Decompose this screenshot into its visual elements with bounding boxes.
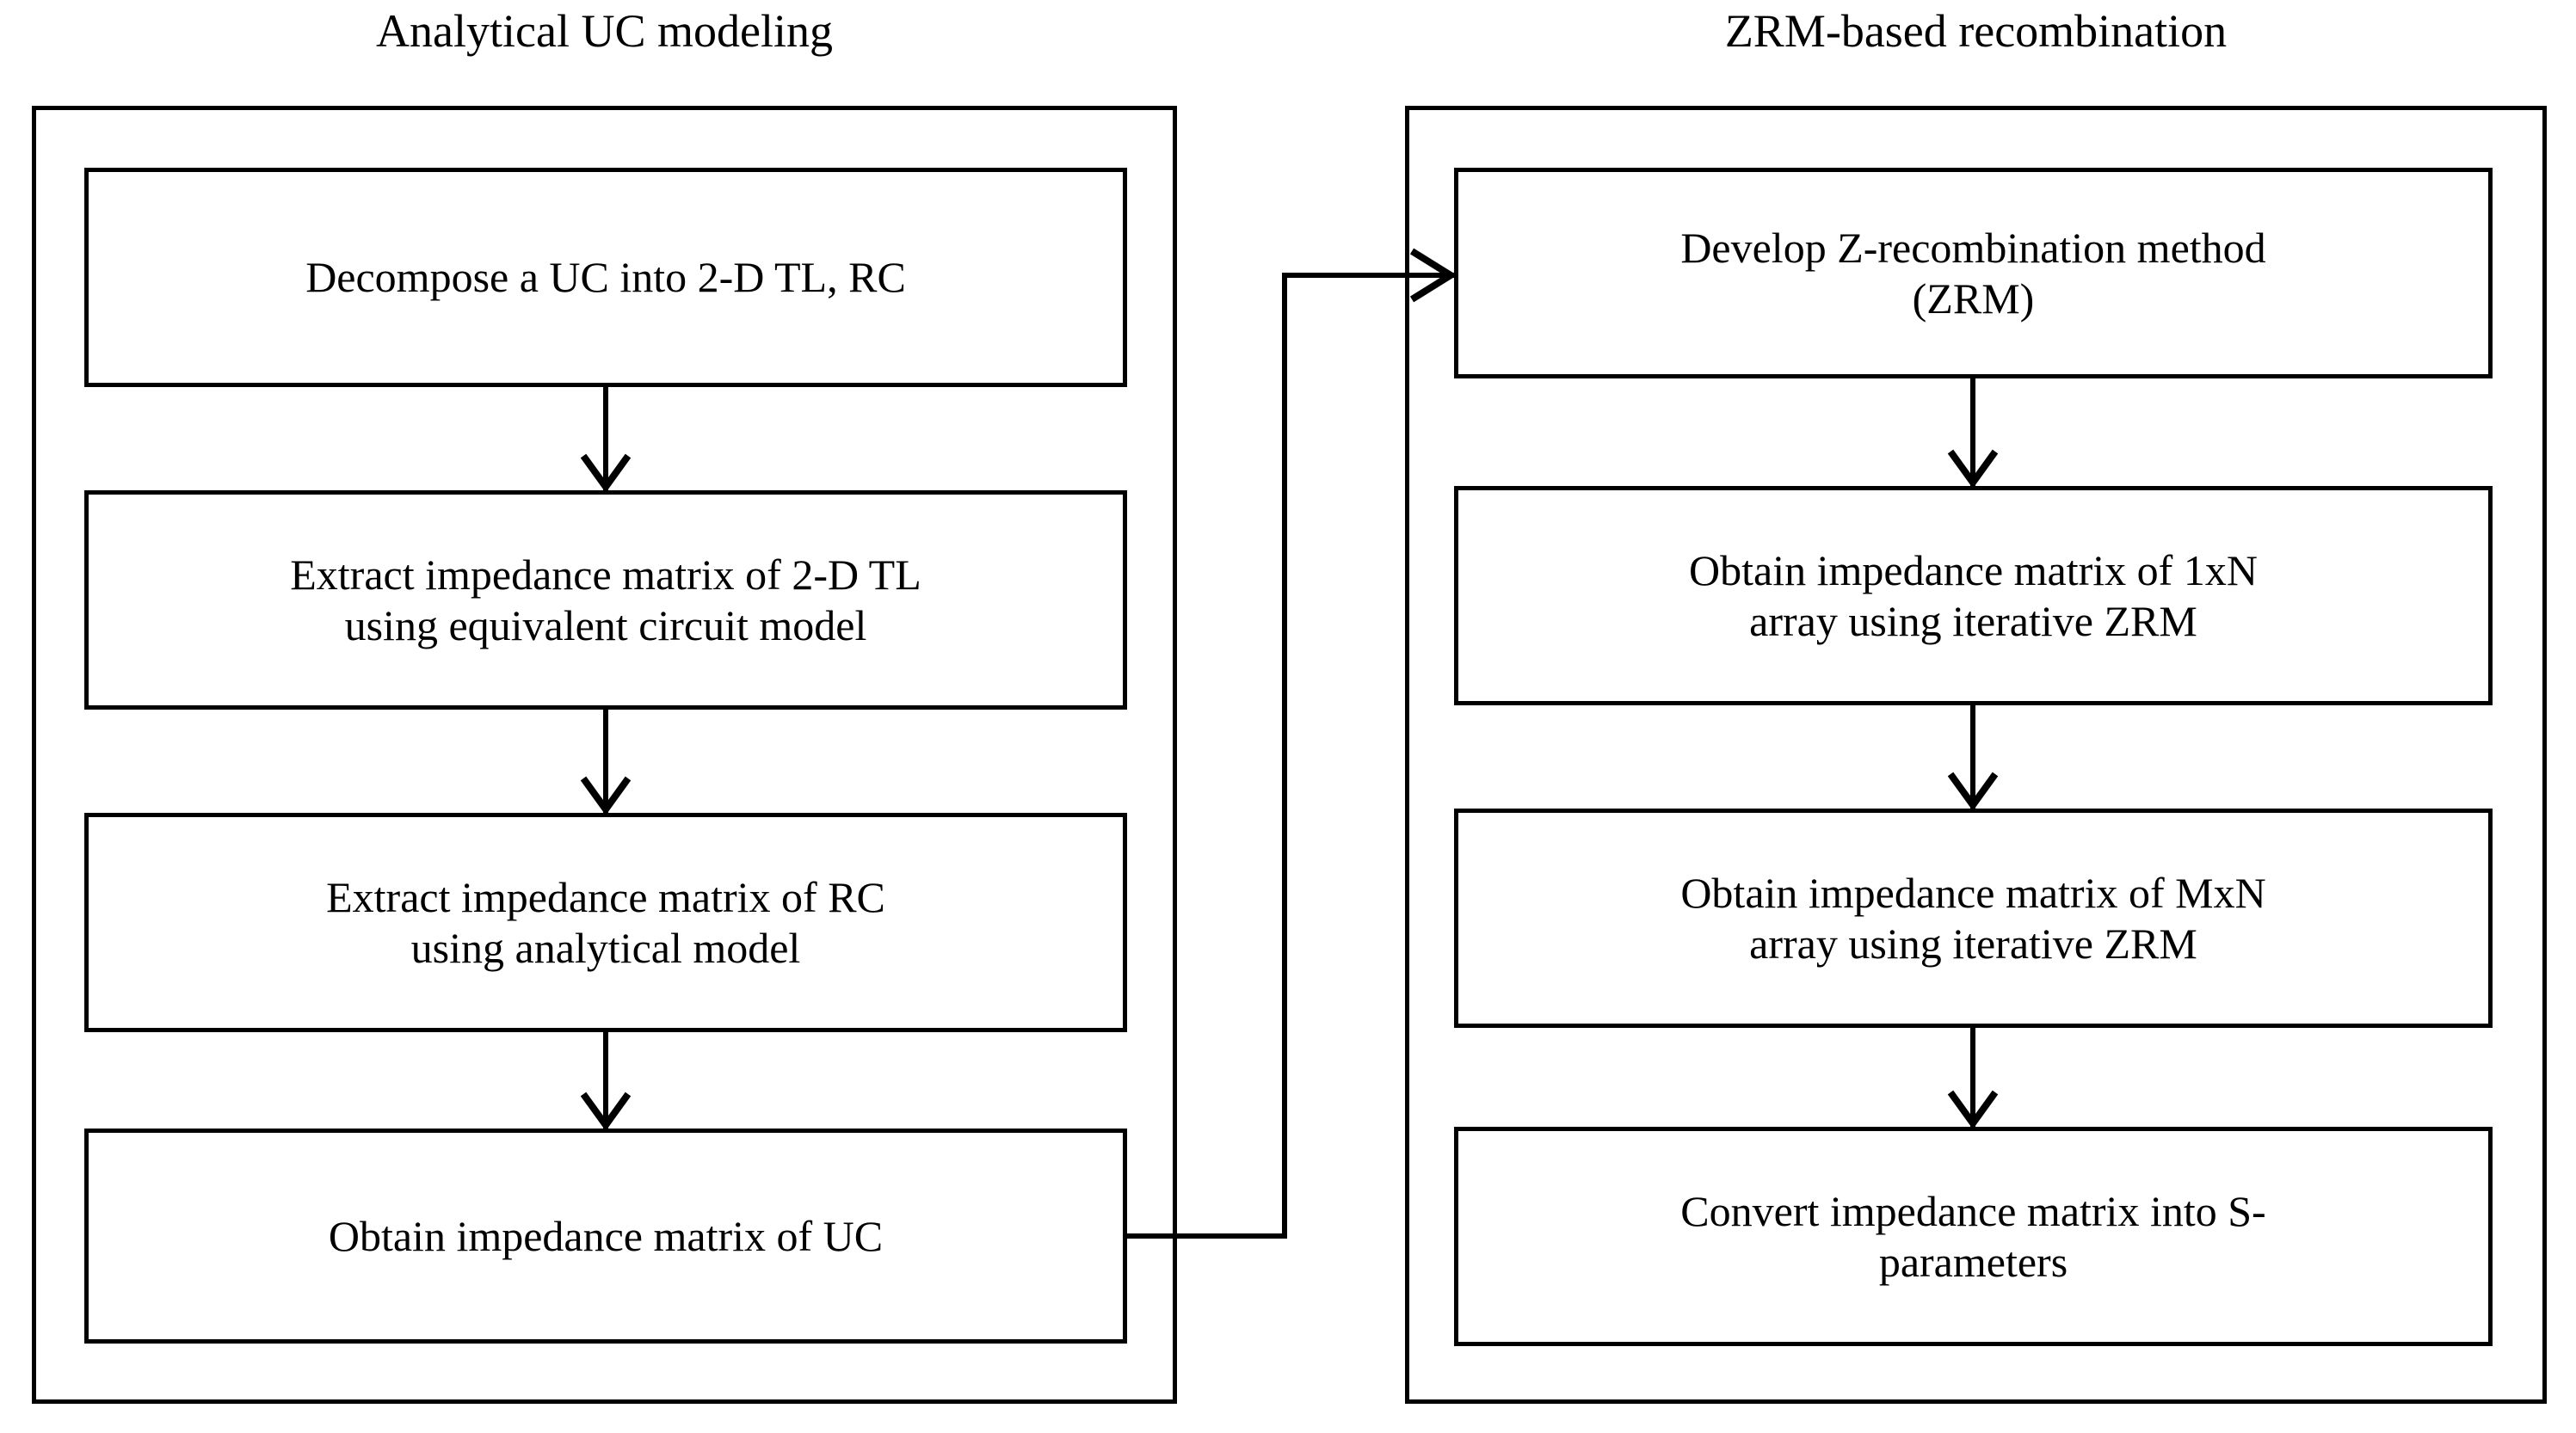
step-label-extract-z-rc: Extract impedance matrix of RC using ana… <box>326 872 885 974</box>
step-box-convert-z-to-s[interactable]: Convert impedance matrix into S- paramet… <box>1454 1127 2493 1346</box>
step-line-1: Develop Z-recombination method <box>1680 223 2266 272</box>
step-box-develop-zrm[interactable]: Develop Z-recombination method (ZRM) <box>1454 168 2493 378</box>
step-line-2: using equivalent circuit model <box>344 600 867 649</box>
column-title-zrm-based-recombination: ZRM-based recombination <box>1724 5 2228 57</box>
step-label-extract-z-2dtl: Extract impedance matrix of 2-D TL using… <box>290 550 921 651</box>
step-line-2: parameters <box>1878 1237 2068 1286</box>
step-line-2: (ZRM) <box>1912 274 2035 323</box>
step-line-1: Convert impedance matrix into S- <box>1680 1186 2266 1235</box>
step-box-extract-z-rc[interactable]: Extract impedance matrix of RC using ana… <box>84 813 1127 1032</box>
step-box-obtain-z-uc[interactable]: Obtain impedance matrix of UC <box>84 1129 1127 1344</box>
step-label-convert-z-to-s: Convert impedance matrix into S- paramet… <box>1680 1186 2265 1288</box>
step-box-obtain-z-mxn[interactable]: Obtain impedance matrix of MxN array usi… <box>1454 809 2493 1028</box>
step-line-1: Decompose a UC into 2-D TL, RC <box>305 253 906 301</box>
step-box-extract-z-2dtl[interactable]: Extract impedance matrix of 2-D TL using… <box>84 490 1127 710</box>
step-line-2: array using iterative ZRM <box>1749 919 2197 968</box>
step-label-develop-zrm: Develop Z-recombination method (ZRM) <box>1680 223 2265 324</box>
step-line-1: Obtain impedance matrix of UC <box>328 1211 884 1260</box>
step-line-1: Obtain impedance matrix of 1xN <box>1689 545 2258 594</box>
step-label-decompose-uc: Decompose a UC into 2-D TL, RC <box>305 252 906 303</box>
step-line-1: Obtain impedance matrix of MxN <box>1680 868 2266 917</box>
step-line-2: array using iterative ZRM <box>1749 596 2197 645</box>
step-line-1: Extract impedance matrix of 2-D TL <box>290 550 921 599</box>
column-title-analytical-uc-modeling: Analytical UC modeling <box>376 5 833 57</box>
step-label-obtain-z-1xn: Obtain impedance matrix of 1xN array usi… <box>1689 545 2258 647</box>
step-line-2: using analytical model <box>410 923 801 972</box>
step-box-obtain-z-1xn[interactable]: Obtain impedance matrix of 1xN array usi… <box>1454 486 2493 705</box>
step-box-decompose-uc[interactable]: Decompose a UC into 2-D TL, RC <box>84 168 1127 387</box>
step-label-obtain-z-mxn: Obtain impedance matrix of MxN array usi… <box>1680 868 2265 969</box>
step-label-obtain-z-uc: Obtain impedance matrix of UC <box>329 1211 883 1262</box>
step-line-1: Extract impedance matrix of RC <box>326 872 885 921</box>
